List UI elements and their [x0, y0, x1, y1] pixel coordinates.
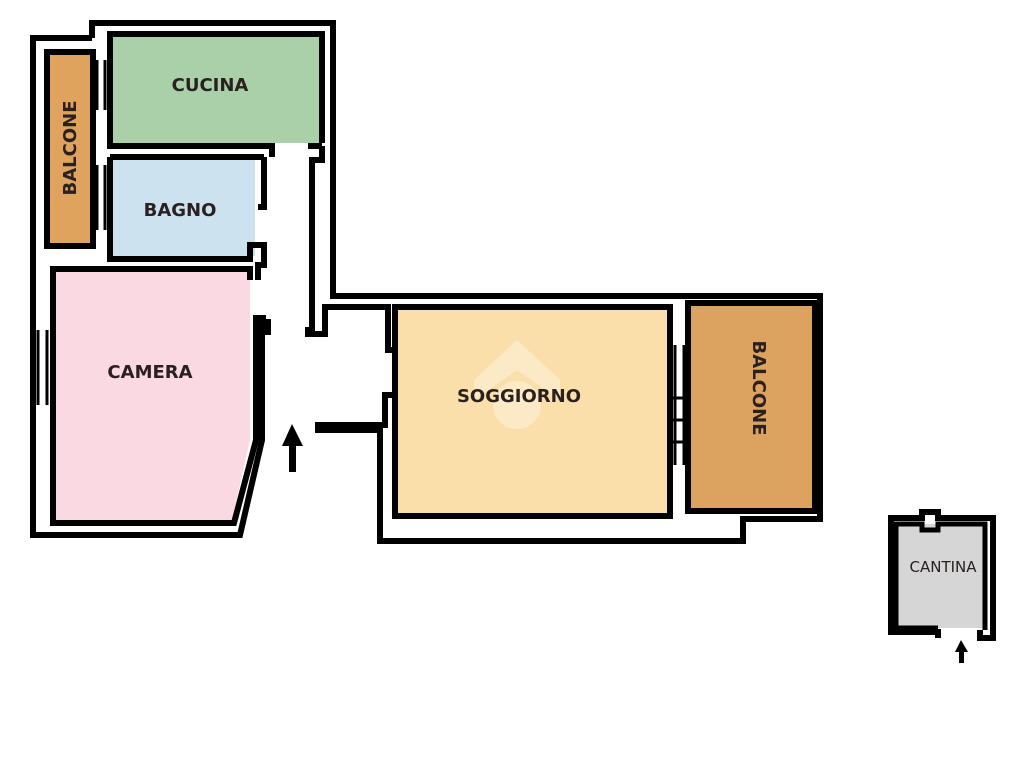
walls [30, 20, 996, 641]
room-cantina [898, 524, 983, 628]
room-soggiorno [397, 309, 669, 515]
room-balcone-left [50, 55, 90, 243]
label-bagno: BAGNO [144, 200, 217, 221]
label-balcone-right: BALCONE [748, 341, 769, 436]
label-cucina: CUCINA [172, 75, 249, 96]
label-cantina: CANTINA [909, 558, 977, 576]
room-cucina [113, 37, 320, 143]
label-camera: CAMERA [107, 362, 192, 383]
label-balcone-left: BALCONE [60, 101, 81, 196]
cantina-up-arrow-icon [955, 640, 968, 663]
room-camera [56, 272, 250, 520]
label-soggiorno: SOGGIORNO [457, 386, 581, 407]
house-logo-icon [474, 340, 560, 429]
room-balcone-right [690, 306, 812, 509]
room-bagno [113, 160, 255, 256]
up-arrow-icon [282, 424, 303, 472]
